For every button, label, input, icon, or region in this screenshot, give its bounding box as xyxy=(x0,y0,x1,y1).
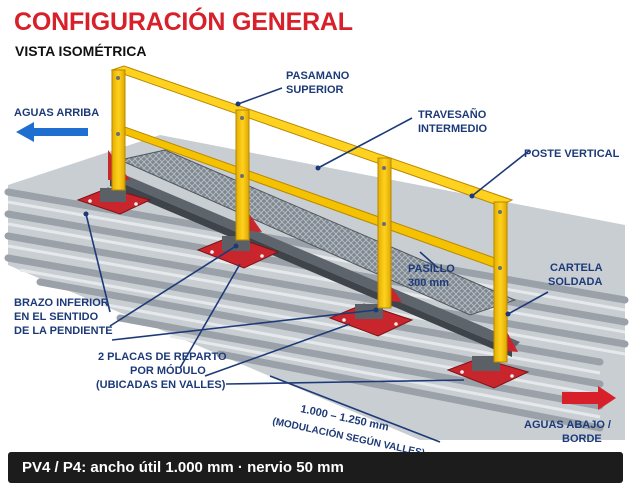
label-post: POSTE VERTICAL xyxy=(524,148,620,160)
arrow-left-icon xyxy=(16,122,88,142)
walkway-grating xyxy=(118,149,517,316)
leader-dots xyxy=(83,101,511,317)
base-plate xyxy=(446,356,530,389)
leader-lines xyxy=(85,87,549,443)
label-gusset: CARTELA xyxy=(550,262,603,274)
label-lower-arm: DE LA PENDIENTE xyxy=(14,325,113,337)
base-plate xyxy=(76,187,152,215)
label-downstream: AGUAS ABAJO / xyxy=(524,419,611,431)
label-walkway: PASILLO xyxy=(408,263,455,275)
spec-footer: PV4 / P4: ancho útil 1.000 mm · nervio 5… xyxy=(8,452,623,483)
label-top-rail: PASAMANO xyxy=(286,70,350,82)
label-mid-rail: INTERMEDIO xyxy=(418,123,488,135)
label-plates: POR MÓDULO xyxy=(130,364,206,377)
label-plates: 2 PLACAS DE REPARTO xyxy=(98,351,227,363)
label-walkway: 300 mm xyxy=(408,277,449,289)
arrow-right-icon xyxy=(562,386,616,410)
label-gusset: SOLDADA xyxy=(548,276,602,288)
page-title: CONFIGURACIÓN GENERAL xyxy=(14,8,353,36)
label-lower-arm: BRAZO INFERIOR xyxy=(14,297,109,309)
label-downstream: BORDE xyxy=(562,433,602,445)
label-upstream: AGUAS ARRIBA xyxy=(14,107,99,119)
lower-beam xyxy=(110,172,520,357)
label-mid-rail: TRAVESAÑO xyxy=(418,108,487,121)
rail-bolts xyxy=(116,76,502,270)
page-subtitle: VISTA ISOMÉTRICA xyxy=(15,43,147,59)
label-top-rail: SUPERIOR xyxy=(286,84,344,96)
label-plates: (UBICADAS EN VALLES) xyxy=(96,379,226,391)
label-lower-arm: EN EL SENTIDO xyxy=(14,311,99,323)
handrail-frame xyxy=(110,65,514,363)
